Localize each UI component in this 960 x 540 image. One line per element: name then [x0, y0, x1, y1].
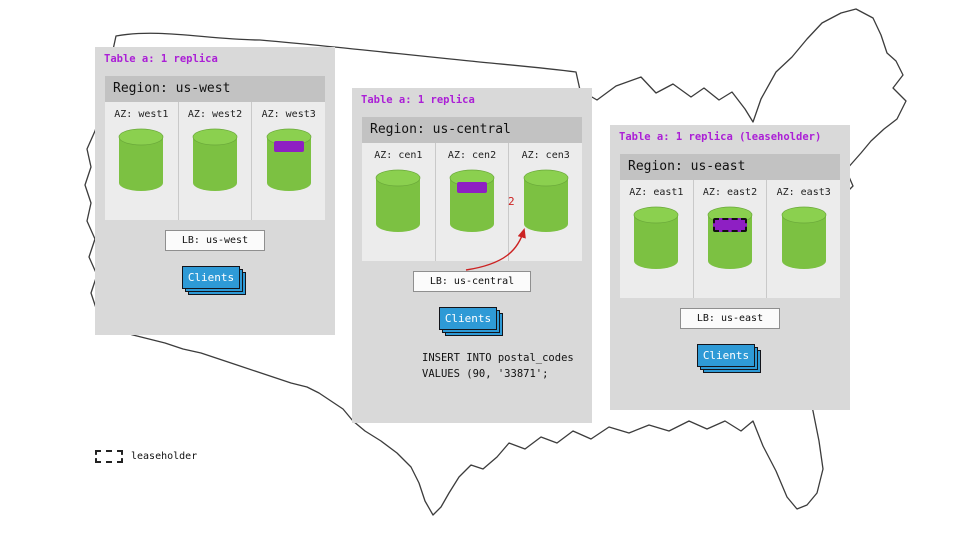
az-column: AZ: cen2 — [436, 143, 510, 261]
load-balancer-box: LB: us-west — [164, 230, 266, 251]
replica-marker — [457, 182, 487, 193]
leaseholder-swatch-icon — [95, 450, 123, 463]
az-area: AZ: cen1 AZ: cen2 — [362, 143, 582, 261]
region-block: Region: us-west AZ: west1 AZ: west2 — [105, 76, 325, 220]
az-label: AZ: east1 — [629, 187, 684, 198]
db-cylinder — [449, 169, 495, 233]
cylinder-icon — [118, 128, 164, 191]
cylinder-icon — [781, 206, 827, 269]
panel-us-east: Table a: 1 replica (leaseholder) Region:… — [610, 125, 850, 410]
clients-box: Clients — [439, 307, 497, 330]
az-area: AZ: east1 AZ: east2 — [620, 180, 840, 298]
db-cylinder — [633, 206, 679, 270]
lb-row: LB: us-central — [352, 269, 592, 292]
legend-label: leaseholder — [131, 451, 198, 462]
az-label: AZ: cen1 — [374, 150, 423, 161]
region-header: Region: us-east — [620, 154, 840, 180]
clients-row: Clients — [610, 344, 850, 374]
az-column: AZ: cen1 — [362, 143, 436, 261]
az-column: AZ: west3 — [252, 102, 325, 220]
sql-line: VALUES (90, '33871'; — [422, 367, 549, 380]
db-cylinder — [781, 206, 827, 270]
region-block: Region: us-central AZ: cen1 AZ: cen2 — [362, 117, 582, 261]
panel-us-west: Table a: 1 replica Region: us-west AZ: w… — [95, 47, 335, 335]
az-column: AZ: west2 — [179, 102, 253, 220]
az-column: AZ: west1 — [105, 102, 179, 220]
db-cylinder — [192, 128, 238, 192]
sql-statement: INSERT INTO postal_codes VALUES (90, '33… — [422, 351, 592, 383]
db-cylinder — [707, 206, 753, 270]
az-label: AZ: east2 — [702, 187, 758, 198]
load-balancer-box: LB: us-east — [679, 308, 781, 329]
cylinder-icon — [449, 169, 495, 232]
legend-leaseholder: leaseholder — [95, 450, 197, 463]
region-block: Region: us-east AZ: east1 AZ: east2 — [620, 154, 840, 298]
az-label: AZ: west1 — [114, 109, 169, 120]
region-header: Region: us-west — [105, 76, 325, 102]
clients-row: Clients — [352, 307, 592, 337]
clients-box: Clients — [182, 266, 240, 289]
cylinder-icon — [633, 206, 679, 269]
az-label: AZ: west2 — [187, 109, 243, 120]
db-cylinder — [523, 169, 569, 233]
db-cylinder — [118, 128, 164, 192]
cylinder-icon — [375, 169, 421, 232]
az-label: AZ: cen2 — [447, 150, 497, 161]
db-cylinder — [266, 128, 312, 192]
table-replica-title: Table a: 1 replica (leaseholder) — [619, 131, 822, 143]
clients-stack: Clients — [439, 307, 505, 336]
lb-row: LB: us-west — [95, 228, 335, 251]
az-column: AZ: east3 — [767, 180, 840, 298]
cylinder-icon — [192, 128, 238, 191]
cylinder-icon — [266, 128, 312, 191]
region-header: Region: us-central — [362, 117, 582, 143]
az-column: AZ: cen3 — [509, 143, 582, 261]
clients-stack: Clients — [182, 266, 248, 295]
lb-row: LB: us-east — [610, 306, 850, 329]
az-area: AZ: west1 AZ: west2 — [105, 102, 325, 220]
cylinder-icon — [707, 206, 753, 269]
leaseholder-marker — [713, 218, 747, 232]
clients-box: Clients — [697, 344, 755, 367]
az-column: AZ: east2 — [694, 180, 768, 298]
table-replica-title: Table a: 1 replica — [361, 94, 475, 106]
panel-us-central: Table a: 1 replica Region: us-central AZ… — [352, 88, 592, 423]
az-column: AZ: east1 — [620, 180, 694, 298]
az-label: AZ: east3 — [776, 187, 831, 198]
replica-marker — [273, 141, 304, 152]
db-cylinder — [375, 169, 421, 233]
clients-stack: Clients — [697, 344, 763, 373]
az-label: AZ: cen3 — [521, 150, 570, 161]
clients-row: Clients — [95, 266, 335, 296]
cylinder-icon — [523, 169, 569, 232]
az-label: AZ: west3 — [261, 109, 316, 120]
load-balancer-box: LB: us-central — [412, 271, 532, 292]
sql-line: INSERT INTO postal_codes — [422, 352, 574, 364]
table-replica-title: Table a: 1 replica — [104, 53, 218, 65]
